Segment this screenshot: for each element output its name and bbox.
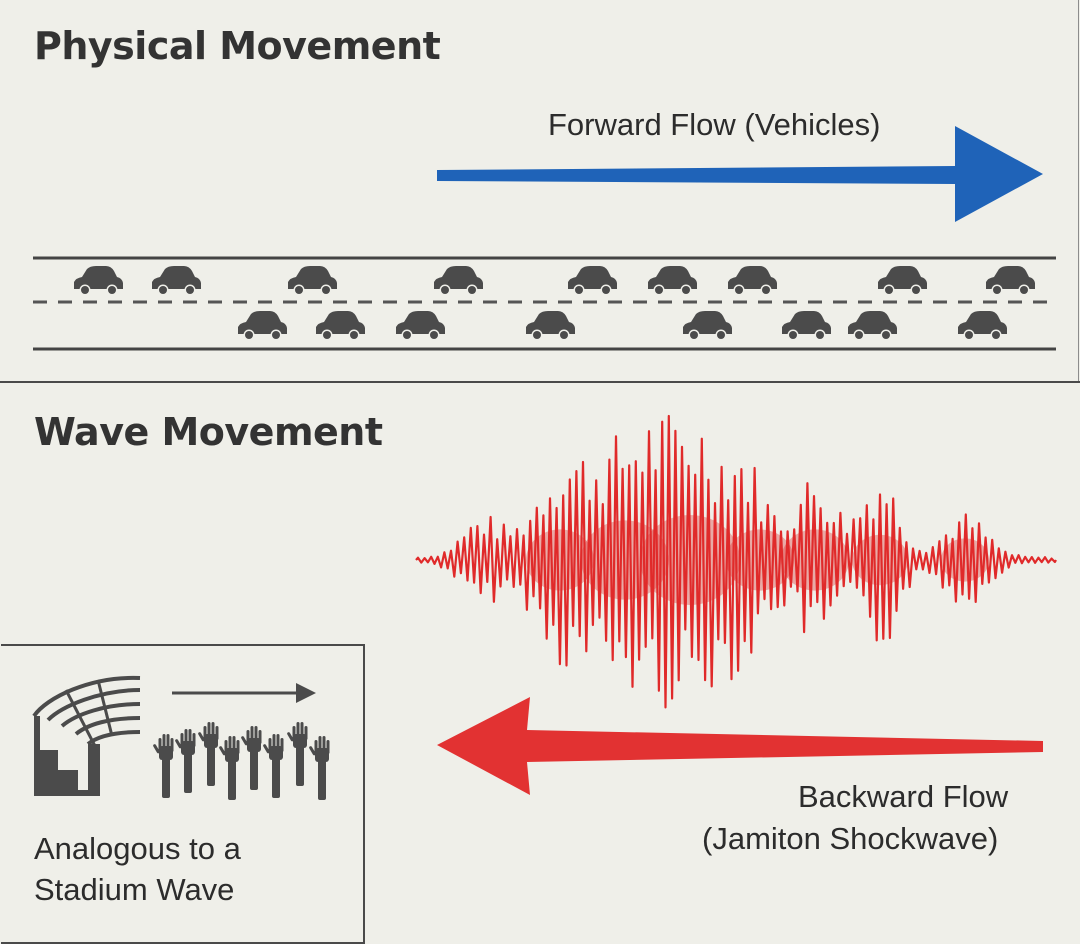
car-icon [568,266,617,296]
hand-icon [175,729,196,793]
car-icon [526,311,575,341]
car-icon [316,311,365,341]
car-icon [683,311,732,341]
hand-icon [153,734,174,798]
hand-icon [198,722,219,786]
car-icon [152,266,201,296]
backward-flow-label-line2: (Jamiton Shockwave) [702,821,999,856]
hand-icon [241,726,262,790]
car-icon [238,311,287,341]
forward-flow-arrow-icon [437,126,1043,222]
car-icon [648,266,697,296]
vehicles [74,266,1035,341]
road [33,256,1056,351]
raised-hands-icon [153,722,330,800]
car-icon [878,266,927,296]
hand-icon [263,734,284,798]
backward-flow-arrow-icon [437,697,1043,795]
car-icon [396,311,445,341]
car-icon [782,311,831,341]
car-icon [728,266,777,296]
hand-icon [309,736,330,800]
physical-movement-title: Physical Movement [34,24,441,68]
hand-icon [287,722,308,786]
car-icon [74,266,123,296]
forward-flow-label: Forward Flow (Vehicles) [548,107,881,142]
car-icon [986,266,1035,296]
wave-movement-title: Wave Movement [34,410,383,454]
backward-flow-label-line1: Backward Flow [798,779,1009,814]
section-divider [0,381,1080,383]
jamiton-waveform [415,414,1057,709]
stadium-icon [32,675,141,796]
hand-icon [219,736,240,800]
analogy-text-line2: Stadium Wave [34,872,235,907]
wave-direction-arrow-icon [172,683,316,703]
car-icon [288,266,337,296]
physical-movement-panel [0,0,1079,382]
car-icon [958,311,1007,341]
car-icon [434,266,483,296]
analogy-text-line1: Analogous to a [34,831,241,866]
car-icon [848,311,897,341]
